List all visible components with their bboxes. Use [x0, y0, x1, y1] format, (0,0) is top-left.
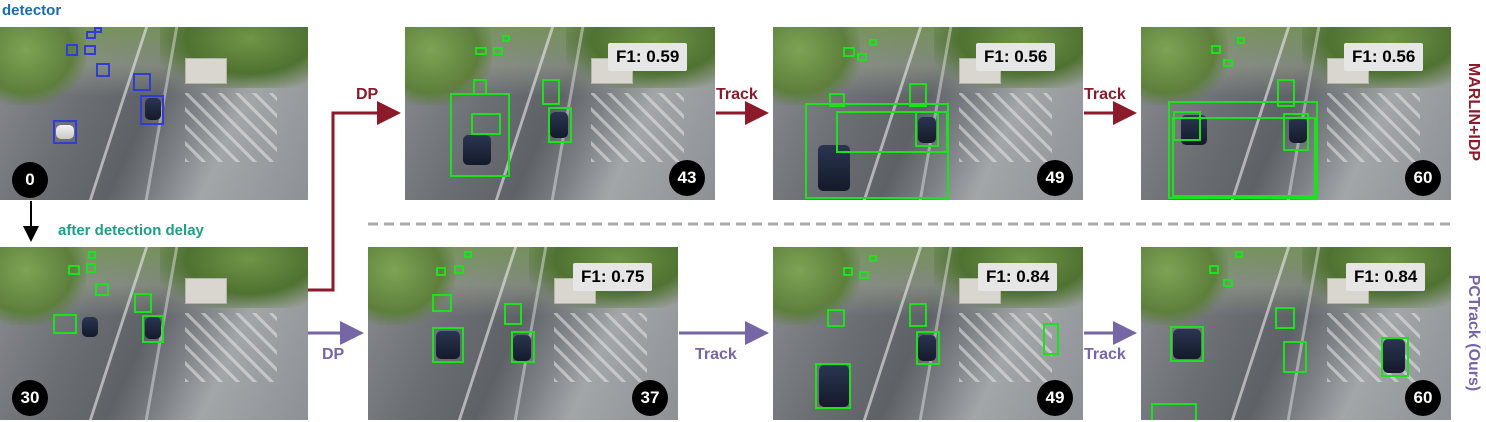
detection-box: [869, 39, 877, 46]
track-label-top-2: Track: [1084, 86, 1126, 103]
track-label-bottom-1: Track: [695, 346, 737, 363]
detection-box: [1168, 101, 1318, 199]
detection-box: [502, 35, 510, 42]
detection-box: [542, 79, 560, 105]
detection-box: [843, 47, 855, 57]
detection-box: [1277, 79, 1295, 107]
detection-box: [1172, 117, 1316, 197]
detection-box: [829, 93, 845, 107]
f1-score: F1: 0.84: [1346, 263, 1426, 291]
frame-number-badge: 60: [1405, 380, 1441, 416]
frame-marlin-43: F1: 0.59 43: [405, 27, 715, 200]
f1-score: F1: 0.59: [608, 43, 688, 71]
detection-box: [1381, 337, 1409, 377]
detection-box: [1235, 251, 1243, 258]
f1-score: F1: 0.75: [573, 263, 653, 291]
detection-box: [53, 314, 77, 334]
frame-pctrack-60: F1: 0.84 60: [1141, 247, 1451, 420]
detection-box: [464, 251, 472, 258]
detection-box: [836, 111, 948, 153]
detection-box: [86, 31, 96, 39]
detection-box: [909, 83, 927, 107]
frame-detector: 0: [0, 27, 308, 200]
detection-box: [1209, 265, 1219, 274]
detection-box: [53, 120, 77, 144]
detection-box: [432, 294, 452, 312]
detection-box: [134, 293, 152, 313]
detection-box: [142, 315, 164, 343]
detection-box: [805, 103, 949, 199]
dp-label-bottom: DP: [322, 346, 345, 363]
detection-box: [473, 79, 487, 95]
detection-box: [1275, 307, 1295, 329]
frame-marlin-49: F1: 0.56 49: [773, 27, 1083, 200]
detection-box: [1283, 341, 1307, 373]
frame-number-badge: 0: [12, 162, 48, 198]
detection-box: [1283, 113, 1309, 151]
detection-box: [815, 363, 851, 409]
detection-box: [140, 95, 164, 125]
frame-number-badge: 43: [669, 160, 705, 196]
detection-box: [432, 327, 464, 363]
detection-box: [909, 303, 927, 327]
frame-marlin-60: F1: 0.56 60: [1141, 27, 1451, 200]
detection-box: [66, 44, 78, 56]
detection-box: [869, 255, 877, 262]
frame-number-badge: 30: [12, 380, 48, 416]
detection-box: [454, 265, 464, 274]
detection-box: [1211, 45, 1221, 54]
detection-box: [857, 53, 867, 61]
detection-box: [86, 263, 96, 273]
f1-score: F1: 0.56: [1344, 43, 1424, 71]
detection-box: [1223, 279, 1233, 287]
detection-box: [493, 47, 503, 55]
detection-box: [133, 73, 151, 91]
pctrack-row-label: PCTrack (Ours): [1465, 274, 1482, 392]
detection-box: [475, 47, 487, 55]
detection-box: [859, 271, 869, 279]
frame-after-delay: 30: [0, 247, 308, 420]
detection-box: [916, 331, 940, 365]
track-label-bottom-2: Track: [1084, 346, 1126, 363]
after-delay-label: after detection delay: [58, 222, 204, 239]
detection-box: [1223, 59, 1233, 67]
dp-arrow-top: [308, 101, 401, 292]
frame-pctrack-37: F1: 0.75 37: [368, 247, 678, 420]
detection-box: [471, 113, 501, 135]
detection-box: [1151, 403, 1197, 420]
detection-box: [827, 309, 845, 327]
detection-box: [94, 27, 102, 33]
detection-box: [68, 265, 80, 275]
detection-box: [1237, 37, 1245, 44]
f1-score: F1: 0.56: [976, 43, 1056, 71]
dp-label-top: DP: [356, 86, 379, 103]
detection-box: [548, 107, 572, 143]
marlin-row-label: MARLIN+IDP: [1465, 62, 1482, 162]
frame-number-badge: 37: [632, 380, 668, 416]
frame-number-badge: 60: [1405, 160, 1441, 196]
detection-box: [915, 111, 939, 147]
detection-box: [88, 251, 96, 259]
detection-box: [1170, 326, 1204, 362]
detector-label: detector: [2, 2, 62, 19]
detection-box: [95, 283, 109, 296]
detection-box: [504, 303, 522, 325]
frame-number-badge: 49: [1037, 160, 1073, 196]
detection-box: [843, 267, 853, 276]
detection-box: [511, 331, 535, 363]
frame-number-badge: 49: [1037, 380, 1073, 416]
track-label-top-1: Track: [716, 86, 758, 103]
f1-score: F1: 0.84: [978, 263, 1058, 291]
detection-box: [96, 63, 110, 77]
detection-box: [1043, 323, 1059, 355]
detection-box: [1173, 111, 1201, 141]
frame-pctrack-49: F1: 0.84 49: [773, 247, 1083, 420]
detection-box: [436, 267, 446, 276]
detection-box: [84, 45, 96, 55]
